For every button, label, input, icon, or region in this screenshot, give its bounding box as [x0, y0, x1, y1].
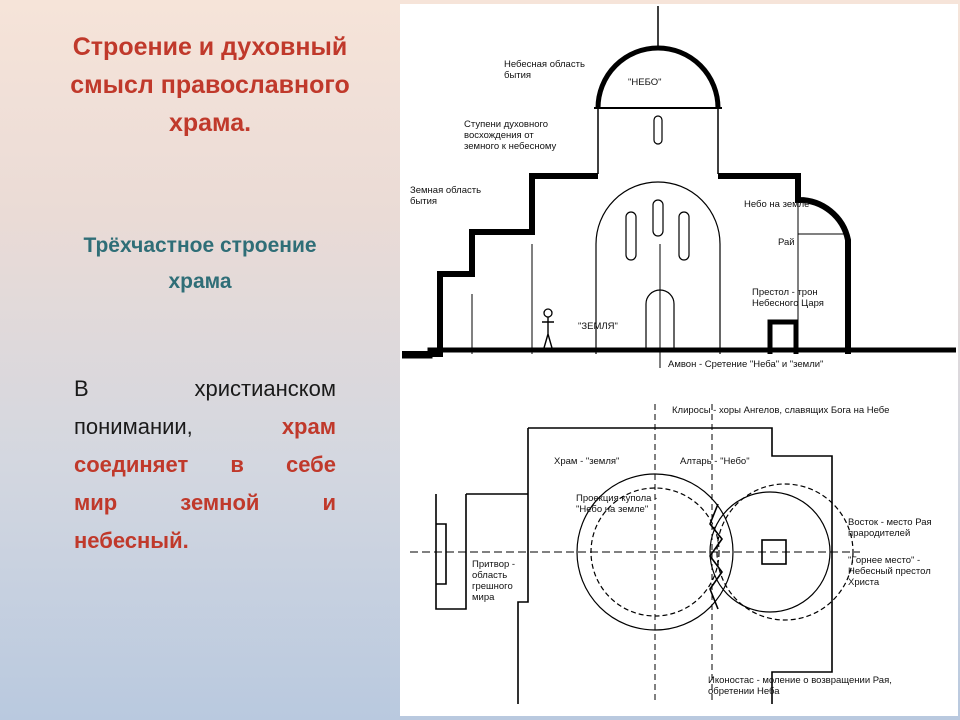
label-steps-2: восхождения от [464, 130, 534, 141]
subtitle-line-2: храма [168, 270, 232, 293]
label-paradise: Рай [778, 237, 795, 248]
label-iconostasis-2: обретении Неба [708, 686, 780, 697]
temple-plan [410, 404, 860, 704]
label-heaven-on-earth: Небо на земле [744, 199, 810, 210]
body-paragraph: В христианском понимании, храм соединяет… [74, 370, 336, 560]
body-highlight: храм [281, 414, 336, 439]
body-word: понимании, [74, 414, 193, 439]
label-high-2: Небесный престол [848, 566, 931, 577]
body-line-1: В христианском [74, 370, 336, 408]
label-earth: "ЗЕМЛЯ" [578, 321, 618, 332]
label-steps-3: земного к небесному [464, 141, 557, 152]
label-ambon: Амвон - Сретение "Неба" и "земли" [668, 359, 824, 370]
label-dome-2: "Небо на земле" [576, 504, 649, 515]
label-east-2: прародителей [848, 528, 911, 539]
body-line-3: соединяет в себе [74, 452, 336, 477]
body-line-4: мир земной и [74, 484, 336, 522]
label-kliros: Клиросы - хоры Ангелов, славящих Бога на… [672, 405, 890, 416]
label-sky: "НЕБО" [628, 77, 662, 88]
label-throne-1: Престол - трон [752, 287, 818, 298]
title-line-2: смысл православного [70, 71, 350, 99]
label-temple-earth: Храм - "земля" [554, 456, 620, 467]
temple-section [402, 6, 956, 368]
title-line-3: храма. [168, 109, 252, 137]
temple-diagram: Небесная область бытия "НЕБО" Ступени ду… [400, 4, 958, 716]
label-high-3: Христа [848, 577, 880, 588]
label-dome-1: Проекция купола - [576, 493, 658, 504]
label-narthex-1: Притвор - [472, 559, 516, 570]
label-narthex-3: грешного [472, 581, 513, 592]
label-earthly-1: Земная область [410, 185, 482, 196]
label-altar-sky: Алтарь - "Небо" [680, 456, 750, 467]
body-word: В [74, 376, 89, 401]
label-iconostasis-1: Иконостас - моление о возвращении Рая, [708, 675, 892, 686]
body-highlight: мир [74, 490, 118, 515]
label-east-1: Восток - место Рая [848, 517, 932, 528]
slide-subtitle: Трёхчастное строение храма [30, 228, 370, 300]
body-line-5: небесный. [74, 528, 189, 553]
temple-drawing [402, 6, 956, 704]
body-word: христианском [194, 376, 336, 401]
label-narthex-4: мира [472, 592, 495, 603]
slide-title: Строение и духовный смысл православного … [20, 28, 400, 142]
label-heavenly-1: Небесная область [504, 59, 585, 70]
label-throne-2: Небесного Царя [752, 298, 824, 309]
title-line-1: Строение и духовный [72, 33, 348, 61]
body-line-2: понимании, храм [74, 408, 336, 446]
body-highlight: земной [180, 490, 260, 515]
label-high-1: "Горнее место" - [848, 555, 921, 566]
label-steps-1: Ступени духовного [464, 119, 549, 130]
label-narthex-2: область [472, 570, 508, 581]
label-heavenly-2: бытия [504, 70, 532, 81]
body-highlight: и [322, 490, 336, 515]
subtitle-line-1: Трёхчастное строение [83, 234, 317, 257]
label-earthly-2: бытия [410, 196, 438, 207]
